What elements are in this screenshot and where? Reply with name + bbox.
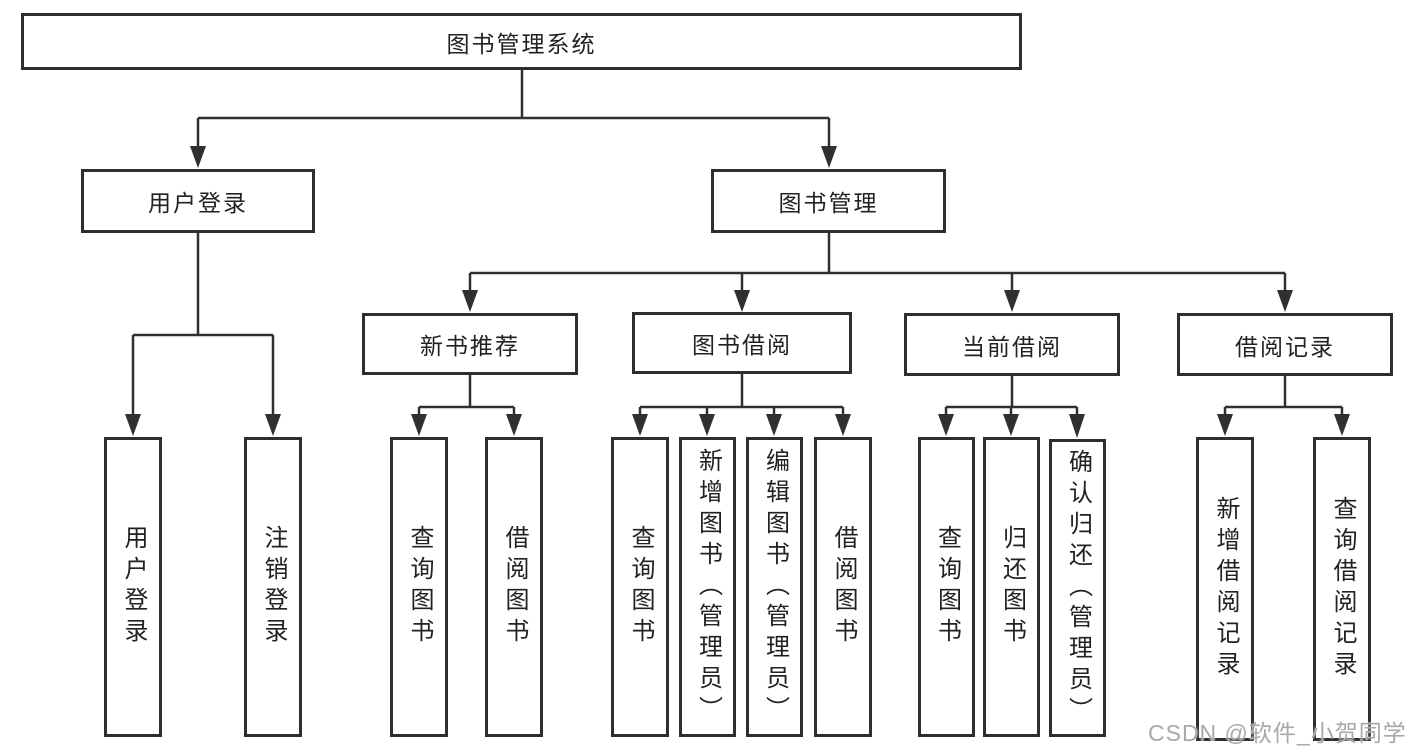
leaf-current-query: 查询图书 xyxy=(918,437,975,737)
node-book-borrow: 图书借阅 xyxy=(632,312,852,374)
node-root: 图书管理系统 xyxy=(21,13,1022,70)
leaf-borrow-edit: 编辑图书（管理员） xyxy=(746,437,803,737)
node-borrow-records: 借阅记录 xyxy=(1177,313,1393,376)
connector-root-to-level2 xyxy=(190,70,837,168)
leaf-logout: 注销登录 xyxy=(244,437,302,737)
leaf-records-add-label: 新增借阅记录 xyxy=(1212,496,1239,682)
node-book-mgmt-label: 图书管理 xyxy=(778,190,879,216)
leaf-logout-label: 注销登录 xyxy=(260,525,287,649)
leaf-current-confirm-label: 确认归还（管理员） xyxy=(1064,448,1092,728)
leaf-borrow-add-label: 新增图书（管理员） xyxy=(694,447,722,727)
node-new-book-rec: 新书推荐 xyxy=(362,313,578,375)
connector-newbookrec-to-leaves xyxy=(411,375,522,436)
leaf-records-query: 查询借阅记录 xyxy=(1313,437,1371,741)
connector-userlogin-to-leaves xyxy=(125,233,281,436)
node-user-login: 用户登录 xyxy=(81,169,315,233)
connector-bookborrow-to-leaves xyxy=(632,374,851,436)
leaf-user-login-label: 用户登录 xyxy=(120,525,147,649)
node-current-borrow-label: 当前借阅 xyxy=(962,333,1062,360)
leaf-newbook-borrow: 借阅图书 xyxy=(485,437,543,737)
leaf-borrow-query: 查询图书 xyxy=(611,437,669,737)
leaf-borrow-borrow-label: 借阅图书 xyxy=(830,525,857,649)
connector-records-to-leaves xyxy=(1217,376,1350,436)
leaf-newbook-query-label: 查询图书 xyxy=(406,525,433,649)
node-user-login-label: 用户登录 xyxy=(148,190,248,216)
connector-bookmgmt-to-level3 xyxy=(462,233,1293,312)
node-borrow-records-label: 借阅记录 xyxy=(1235,333,1335,360)
leaf-current-query-label: 查询图书 xyxy=(933,525,961,649)
leaf-borrow-add: 新增图书（管理员） xyxy=(679,437,736,737)
connector-currentborrow-to-leaves xyxy=(938,376,1085,438)
leaf-current-confirm: 确认归还（管理员） xyxy=(1049,439,1106,737)
node-book-borrow-label: 图书借阅 xyxy=(692,332,792,358)
leaf-current-return: 归还图书 xyxy=(983,437,1040,737)
node-book-mgmt: 图书管理 xyxy=(711,169,946,233)
node-root-label: 图书管理系统 xyxy=(446,30,597,57)
leaf-records-add: 新增借阅记录 xyxy=(1196,437,1254,741)
leaf-newbook-borrow-label: 借阅图书 xyxy=(501,525,528,649)
node-new-book-rec-label: 新书推荐 xyxy=(420,333,520,359)
leaf-borrow-edit-label: 编辑图书（管理员） xyxy=(761,447,789,727)
leaf-records-query-label: 查询借阅记录 xyxy=(1329,496,1356,682)
leaf-newbook-query: 查询图书 xyxy=(390,437,448,737)
leaf-current-return-label: 归还图书 xyxy=(998,525,1026,649)
node-current-borrow: 当前借阅 xyxy=(904,313,1120,376)
leaf-borrow-borrow: 借阅图书 xyxy=(814,437,872,737)
leaf-borrow-query-label: 查询图书 xyxy=(627,525,654,649)
csdn-watermark: CSDN @软件_小贺同学 xyxy=(1148,720,1405,746)
leaf-user-login: 用户登录 xyxy=(104,437,162,737)
